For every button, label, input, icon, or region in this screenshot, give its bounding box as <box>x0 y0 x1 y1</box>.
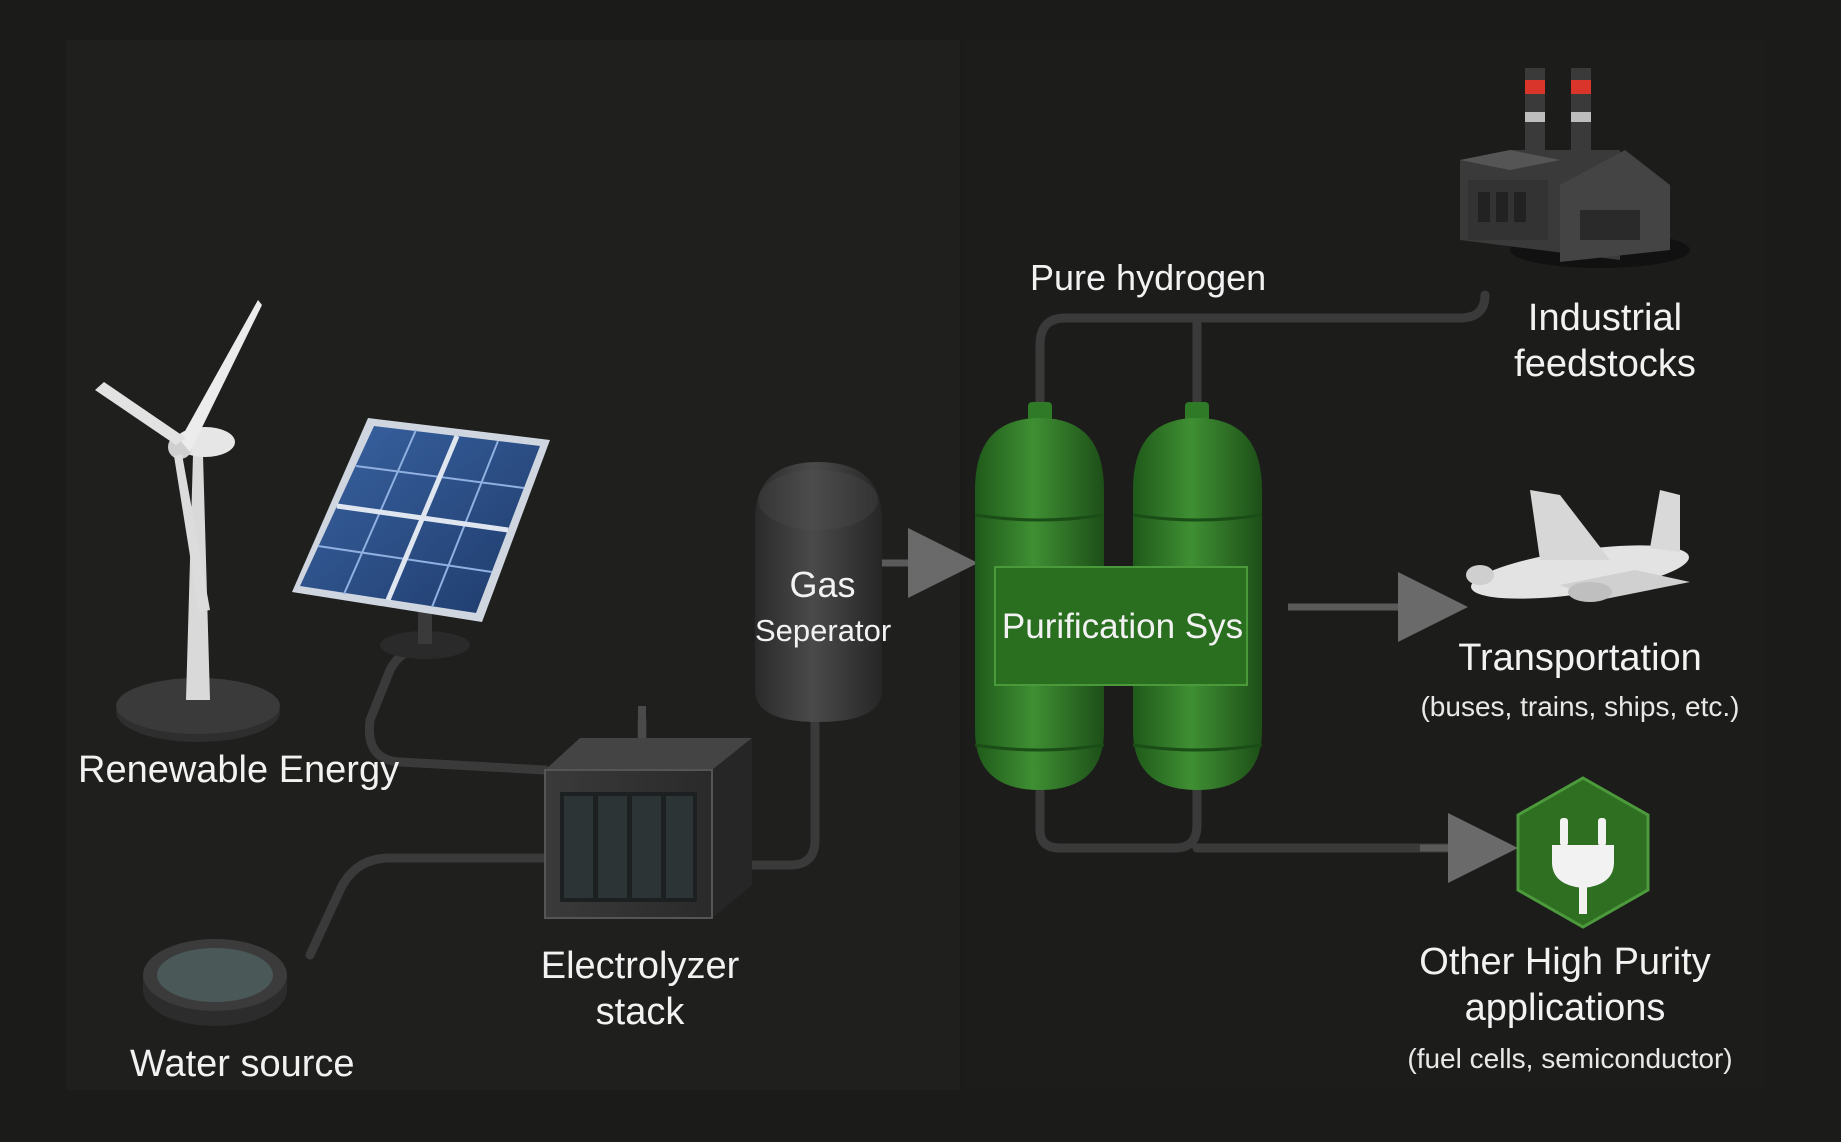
label-other-sub: (fuel cells, semiconductor) <box>1407 1043 1733 1074</box>
label-other-line2: applications <box>1464 986 1666 1029</box>
label-transportation-sub: (buses, trains, ships, etc.) <box>1420 691 1740 722</box>
label-transportation: Transportation <box>1458 637 1702 679</box>
purification-panel <box>994 566 1248 686</box>
label-industrial-feedstocks: Industrial feedstocks <box>1490 296 1720 387</box>
hydrogen-tank-icon <box>974 402 1263 790</box>
label-other-line1: Other High Purity <box>1419 941 1711 983</box>
label-gas-separator-line1: Gas <box>789 564 856 605</box>
label-industrial-line1: Industrial <box>1527 297 1683 339</box>
label-purification: Purification Sys <box>1001 607 1244 646</box>
water-basin-icon <box>143 939 287 1026</box>
label-renewable-energy: Renewable Energy <box>78 749 400 791</box>
factory-icon <box>1460 68 1690 268</box>
label-electrolyzer-line1: Electrolyzer <box>540 945 740 987</box>
label-industrial-line2: feedstocks <box>1514 342 1696 385</box>
label-water-source: Water source <box>130 1043 355 1085</box>
gas-tank-icon <box>755 462 882 722</box>
power-plug-icon <box>1516 776 1650 929</box>
label-gas-separator-line2: Seperator <box>755 613 892 649</box>
label-gas-separator: Gas Seperator <box>755 563 892 649</box>
electrolyzer-icon <box>544 706 752 919</box>
solar-panel-icon <box>292 418 550 659</box>
wind-turbine-icon <box>95 300 280 742</box>
label-electrolyzer: Electrolyzer stack <box>530 944 750 1035</box>
airplane-icon <box>1466 490 1690 602</box>
label-other-applications: Other High Purity applications <box>1380 940 1750 1031</box>
label-electrolyzer-line2: stack <box>595 990 685 1033</box>
label-pure-hydrogen: Pure hydrogen <box>1030 257 1267 298</box>
